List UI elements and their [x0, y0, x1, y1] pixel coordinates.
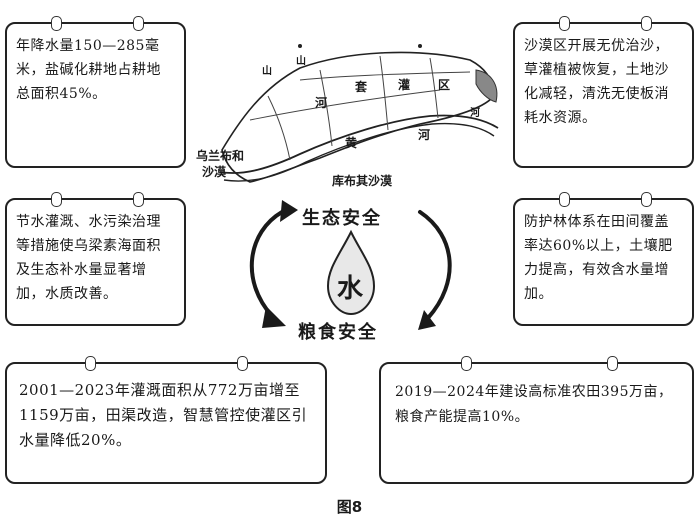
water-char: 水: [337, 274, 364, 304]
desert-label-line: 乌兰布和: [196, 149, 245, 163]
binder-ring: [607, 356, 618, 371]
binder-ring: [641, 192, 652, 207]
card-mid-right: 防护林体系在田间覆盖率达60%以上，土壤肥力提高，有效含水量增加。: [513, 192, 694, 326]
canal: [267, 95, 291, 161]
card-text: 沙漠区开展无优治沙，草灌植被恢复，土地沙化减轻，清洗无使板消耗水资源。: [524, 38, 669, 126]
binder-ring: [641, 16, 652, 31]
binder-ring: [559, 16, 570, 31]
small-mark: 山: [296, 56, 306, 67]
region-char: 区: [438, 78, 451, 92]
card-top-right: 沙漠区开展无优治沙，草灌植被恢复，土地沙化减轻，清洗无使板消耗水资源。: [513, 16, 694, 168]
river-char: 河: [418, 128, 431, 142]
river-char: 黄: [345, 136, 358, 150]
canal: [299, 71, 471, 81]
ecological-security-label: 生态安全: [302, 208, 382, 229]
binder-ring: [51, 16, 62, 31]
yellow-river-inner: [223, 122, 495, 182]
food-security-label: 粮食安全: [298, 322, 378, 343]
small-mark: 山: [262, 66, 272, 77]
card-bottom-right: 2019—2024年建设高标准农田395万亩，粮食产能提高10%。: [379, 356, 694, 484]
canal: [249, 89, 441, 121]
binder-ring: [559, 192, 570, 207]
binder-ring: [461, 356, 472, 371]
water-drop-icon: [326, 229, 376, 316]
arrowhead-right: [418, 310, 436, 330]
card-mid-left: 节水灌溉、水污染治理等措施使乌梁素海面积及生态补水量显著增加，水质改善。: [5, 192, 186, 326]
desert-label-line: 沙漠: [202, 165, 227, 179]
arrowhead-top: [280, 200, 298, 222]
marker: [418, 44, 422, 48]
figure-caption: 图8: [336, 498, 363, 516]
desert-label-bottom: 库布其沙漠: [332, 174, 393, 188]
binder-ring: [133, 16, 144, 31]
region-char: 套: [355, 80, 368, 94]
card-text: 2019—2024年建设高标准农田395万亩，粮食产能提高10%。: [395, 384, 673, 425]
card-bottom-left: 2001—2023年灌溉面积从772万亩增至1159万亩，田渠改造，智慧管控使灌…: [5, 356, 327, 484]
arrowhead-left: [262, 306, 286, 328]
binder-ring: [85, 356, 96, 371]
card-text: 防护林体系在田间覆盖率达60%以上，土壤肥力提高，有效含水量增加。: [524, 214, 673, 302]
yellow-river-outer: [219, 114, 499, 174]
region-char: 河: [315, 96, 328, 110]
cycle-arrow-right: [418, 210, 452, 320]
marker: [298, 44, 302, 48]
card-text: 2001—2023年灌溉面积从772万亩增至1159万亩，田渠改造，智慧管控使灌…: [19, 381, 308, 449]
canal: [379, 55, 389, 131]
binder-ring: [237, 356, 248, 371]
cycle-arrow-left: [249, 210, 284, 318]
binder-ring: [51, 192, 62, 207]
binder-ring: [133, 192, 144, 207]
small-mark: 河: [470, 108, 480, 119]
desert-label-left: 乌兰布和 沙漠: [196, 148, 244, 180]
region-char: 灌: [398, 78, 411, 92]
card-top-left: 年降水量150—285毫米，盐碱化耕地占耕地总面积45%。: [5, 16, 186, 168]
lake: [475, 69, 498, 103]
canal: [429, 57, 439, 119]
card-text: 年降水量150—285毫米，盐碱化耕地占耕地总面积45%。: [16, 38, 161, 102]
card-text: 节水灌溉、水污染治理等措施使乌梁素海面积及生态补水量显著增加，水质改善。: [16, 214, 161, 302]
